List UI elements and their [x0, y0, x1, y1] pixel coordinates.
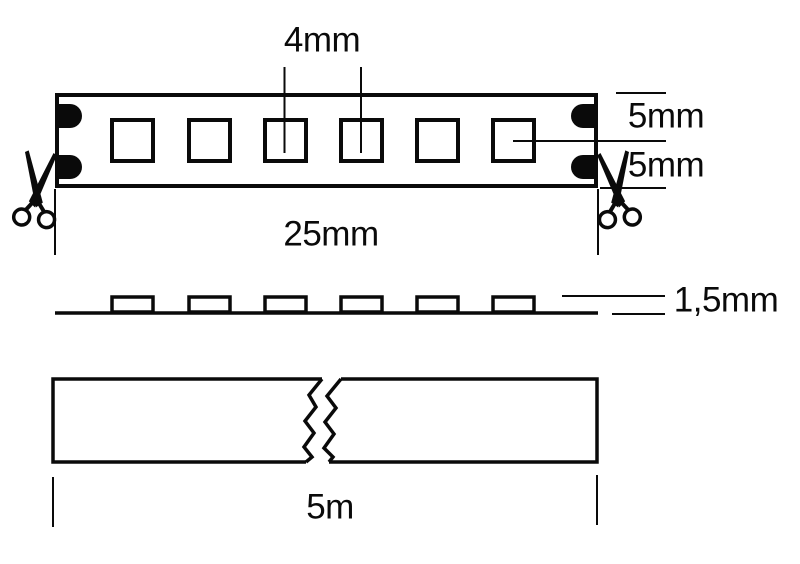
solder-pad: [571, 155, 596, 179]
scissors-handle-ring: [11, 207, 32, 227]
side-chip: [491, 295, 536, 314]
led-chip: [415, 118, 460, 163]
reel-outline-right: [329, 377, 599, 464]
side-chip: [263, 295, 308, 314]
led-chip: [187, 118, 232, 163]
solder-pad: [57, 155, 82, 179]
scissors-handle-ring: [597, 209, 618, 230]
led-pitch-label: 4mm: [283, 20, 361, 60]
side-view: [55, 295, 665, 315]
scissors-blade: [28, 153, 57, 208]
side-chip: [187, 295, 232, 314]
side-chip: [110, 295, 155, 314]
pitch-leader-lines: [283, 67, 362, 153]
break-zigzag: [301, 377, 324, 464]
width-dimension-lines: [513, 92, 666, 189]
scissors-blade: [597, 153, 626, 208]
top-view: [11, 67, 666, 255]
scissors-icon: [597, 150, 643, 230]
total-length-label: 5m: [306, 487, 354, 527]
solder-pad: [57, 104, 82, 128]
cut-length-label: 25mm: [283, 214, 379, 254]
side-chip: [339, 295, 384, 314]
side-chip-row: [110, 295, 536, 314]
reel-outline-left: [51, 377, 322, 464]
upper-half-width-label: 5mm: [627, 96, 705, 136]
side-chip: [415, 295, 460, 314]
lower-half-width-label: 5mm: [627, 145, 705, 185]
scissors-icon: [11, 150, 57, 230]
profile-height-label: 1,5mm: [673, 280, 779, 320]
reel-view: [51, 377, 599, 527]
break-zigzag: [321, 377, 343, 464]
led-chip-row: [110, 118, 536, 163]
led-chip: [491, 118, 536, 163]
scissors-handle-ring: [622, 207, 643, 227]
led-chip: [110, 118, 155, 163]
scissors-handle-ring: [36, 209, 57, 230]
solder-pad: [571, 104, 596, 128]
